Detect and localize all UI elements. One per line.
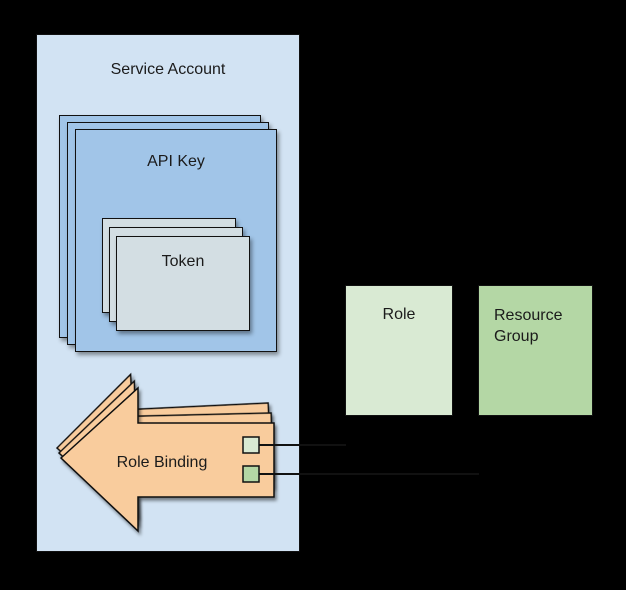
role-box	[345, 285, 453, 416]
service-account-label: Service Account	[110, 61, 226, 78]
api-key-label: API Key	[147, 153, 205, 170]
role-binding-label: Role Binding	[116, 454, 208, 471]
role-label: Role	[382, 306, 416, 323]
resource-group-label: Resource Group	[494, 307, 563, 345]
token-label: Token	[161, 253, 205, 270]
token-box-front	[116, 236, 250, 331]
resource-group-box	[478, 285, 593, 416]
